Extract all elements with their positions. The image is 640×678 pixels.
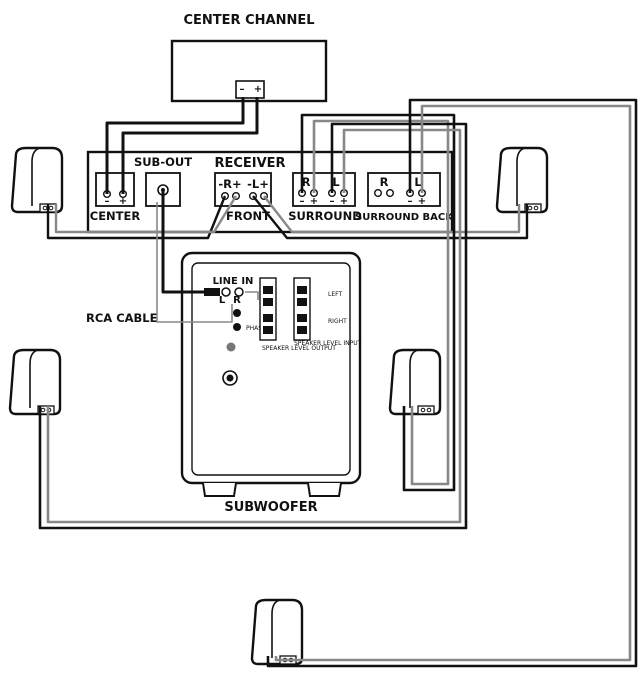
center-terminal-plus: + (254, 84, 262, 95)
surround-l: L (332, 175, 340, 189)
receiver-front-label: FRONT (226, 209, 270, 223)
indicator-led (226, 342, 236, 352)
front-left-speaker (10, 146, 64, 214)
surround-minus-r: – (300, 196, 305, 207)
knob-1 (233, 309, 241, 317)
center-minus: – (105, 196, 110, 207)
front-right-mark: -R+ (218, 177, 241, 191)
surround-back-l: L (414, 175, 422, 189)
surround-minus-l: – (330, 196, 335, 207)
right-label: RIGHT (328, 318, 347, 325)
surround-back-plus: + (418, 196, 426, 207)
receiver-surround-back-terminal (367, 172, 441, 207)
receiver-subout-label: SUB-OUT (134, 155, 192, 169)
knob-2 (233, 323, 241, 331)
speaker-wires (38, 97, 638, 668)
front-left-mark: -L+ (247, 177, 269, 191)
surround-back-r: R (380, 175, 389, 189)
receiver-surround-label: SURROUND (288, 209, 362, 223)
line-in-l: L (219, 295, 226, 306)
phase-label: PHASE (246, 325, 266, 332)
surround-right-speaker (388, 348, 442, 416)
surround-plus-r: + (310, 196, 318, 207)
surround-left-speaker (8, 348, 62, 416)
surround-back-minus: – (408, 196, 413, 207)
receiver-surround-back-label: SURROUND BACK (355, 212, 454, 223)
receiver-center-label: CENTER (90, 209, 141, 223)
subwoofer-foot-right (307, 482, 342, 497)
rca-cable-label: RCA CABLE (86, 311, 158, 325)
surround-r: R (302, 175, 311, 189)
line-in-jack-r (234, 287, 244, 297)
center-channel-title: CENTER CHANNEL (184, 13, 315, 28)
line-in-r: R (233, 295, 241, 306)
receiver-center-terminal (95, 172, 135, 207)
front-right-speaker (495, 146, 549, 214)
subwoofer-foot-left (202, 482, 237, 497)
subwoofer-cabinet (180, 251, 362, 485)
speaker-level-input-label: SPEAKER LEVEL INPUT (294, 340, 362, 347)
speaker-level-output-label: SPEAKER LEVEL OUTPUT (262, 345, 336, 352)
line-in-jack-l (221, 287, 231, 297)
center-plus: + (119, 196, 127, 207)
line-in-label: LINE IN (213, 276, 254, 287)
center-terminal-minus: – (240, 84, 245, 95)
left-label: LEFT (328, 291, 342, 298)
surround-plus-l: + (340, 196, 348, 207)
center-channel-terminal-plate (235, 80, 265, 99)
surround-back-speaker (250, 598, 304, 666)
subwoofer-title: SUBWOOFER (224, 500, 317, 515)
receiver-title: RECEIVER (214, 156, 285, 171)
